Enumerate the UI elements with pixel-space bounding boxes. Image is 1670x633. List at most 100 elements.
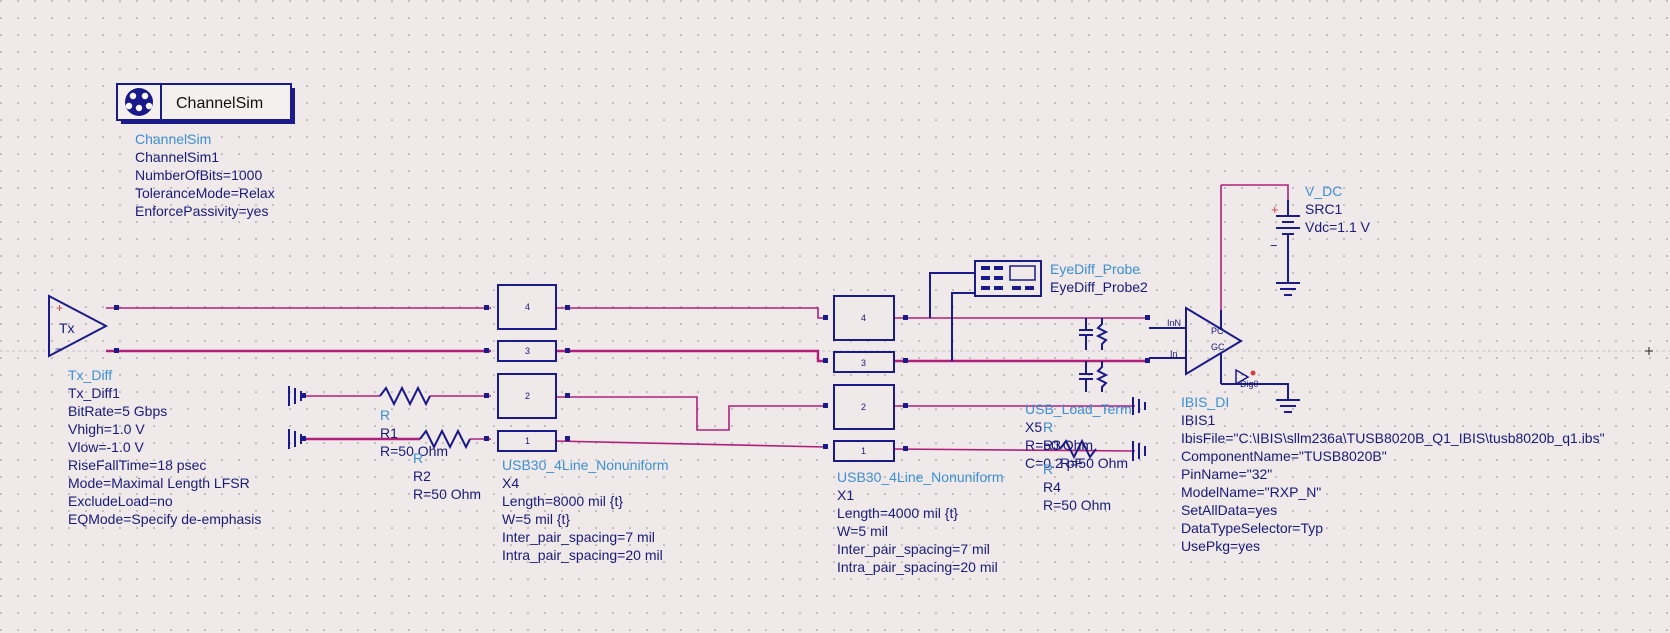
vdc-minus: − <box>1270 238 1278 253</box>
x1-props: USB30_4Line_Nonuniform X1 Length=4000 mi… <box>837 469 1004 575</box>
prop-line: EQMode=Specify de-emphasis <box>68 511 261 527</box>
prop-line: UsePkg=yes <box>1181 538 1260 554</box>
tx-triangle <box>48 294 109 358</box>
r1-props: R R1 R=50 Ohm <box>380 407 448 459</box>
prop-line: R2 <box>413 468 431 484</box>
prop-line: Tx_Diff <box>68 367 112 383</box>
prop-line: R=50 Ohm <box>1060 455 1128 471</box>
channelsim-controller[interactable]: ChannelSim <box>116 83 295 124</box>
tx-symbol-label: Tx <box>59 320 75 336</box>
vdc-plus: + <box>1271 202 1279 217</box>
prop-line: V_DC <box>1305 183 1342 199</box>
prop-line: NumberOfBits=1000 <box>135 167 262 183</box>
prop-line: C=0.2 pF <box>1025 455 1083 471</box>
prop-line: EnforcePassivity=yes <box>135 203 268 219</box>
tx-plus: + <box>56 301 63 315</box>
prop-line: W=5 mil {t} <box>502 511 570 527</box>
x1-pin-label: 3 <box>861 358 866 368</box>
ibis-pin-dig: Dig0 <box>1240 379 1259 389</box>
prop-line: W=5 mil <box>837 523 888 539</box>
tx-props: Tx_Diff Tx_Diff1 BitRate=5 Gbps Vhigh=1.… <box>68 367 261 527</box>
prop-line: Length=8000 mil {t} <box>502 493 623 509</box>
prop-line: R=50 Ohm <box>380 443 448 459</box>
prop-line: Vdc=1.1 V <box>1305 219 1371 235</box>
prop-line: Length=4000 mil {t} <box>837 505 958 521</box>
prop-line: R3 <box>1043 437 1061 453</box>
prop-line: R4 <box>1043 479 1061 495</box>
prop-line: R=50 Ohm <box>413 486 481 502</box>
prop-line: IbisFile="C:\IBIS\sllm236a\TUSB8020B_Q1_… <box>1181 430 1605 446</box>
prop-line: PinName="32" <box>1181 466 1272 482</box>
prop-line: EyeDiff_Probe <box>1050 261 1140 277</box>
prop-line: Intra_pair_spacing=20 mil <box>837 559 998 575</box>
prop-line: R <box>1043 419 1053 435</box>
tx-minus: − <box>55 342 62 356</box>
r2-resistor[interactable] <box>288 385 491 407</box>
channelsim-icon <box>125 88 153 116</box>
prop-line: ComponentName="TUSB8020B" <box>1181 448 1387 464</box>
prop-line: ChannelSim <box>135 131 211 147</box>
ibis-pin-innp: InN <box>1167 318 1181 328</box>
prop-line: USB30_4Line_Nonuniform <box>502 457 669 473</box>
prop-line: X5 <box>1025 419 1042 435</box>
ibis-symbol-top: PC <box>1211 326 1224 336</box>
pin-markers <box>114 305 1150 451</box>
prop-line: X4 <box>502 475 519 491</box>
prop-line: R=50 Ohm <box>1043 497 1111 513</box>
prop-line: R1 <box>380 425 398 441</box>
ibis-triangle <box>1185 306 1243 376</box>
ibis-props: IBIS_DI IBIS1 IbisFile="C:\IBIS\sllm236a… <box>1181 394 1605 554</box>
x4-tline[interactable]: 4 3 2 1 <box>497 284 557 452</box>
nets <box>106 184 1289 452</box>
r2-props: R R2 R=50 Ohm <box>413 450 481 502</box>
x4-pin-label: 3 <box>525 346 530 356</box>
prop-line: Vhigh=1.0 V <box>68 421 145 437</box>
prop-line: X1 <box>837 487 854 503</box>
x1-pin-label: 1 <box>861 446 866 456</box>
prop-line: R=50 Ohm <box>1025 437 1093 453</box>
x4-pin-label: 4 <box>525 302 530 312</box>
ibis-symbol-bottom: GC <box>1211 342 1225 352</box>
channelsim-label: ChannelSim <box>176 95 263 112</box>
x1-pin-label: 4 <box>861 313 866 323</box>
x4-pin-label: 1 <box>525 436 530 446</box>
tx-source[interactable]: Tx + − <box>48 294 109 358</box>
x4-props: USB30_4Line_Nonuniform X4 Length=8000 mi… <box>502 457 669 563</box>
prop-line: Intra_pair_spacing=20 mil <box>502 547 663 563</box>
x4-pin-label: 2 <box>525 391 530 401</box>
prop-line: ModelName="RXP_N" <box>1181 484 1321 500</box>
load-props: USB_Load_Term X5 R=50 Ohm C=0.2 pF R R3 … <box>1025 401 1132 513</box>
channelsim-props: ChannelSim ChannelSim1 NumberOfBits=1000… <box>135 131 275 219</box>
prop-line: IBIS1 <box>1181 412 1215 428</box>
prop-line: R <box>1043 461 1053 477</box>
prop-line: RiseFallTime=18 psec <box>68 457 206 473</box>
eyediff-props: EyeDiff_Probe EyeDiff_Probe2 <box>1050 261 1148 295</box>
ibis-receiver[interactable]: PC GC InN In Dig0 <box>1149 306 1300 413</box>
prop-line: Vlow=-1.0 V <box>68 439 145 455</box>
prop-line: IBIS_DI <box>1181 394 1229 410</box>
prop-line: ToleranceMode=Relax <box>135 185 275 201</box>
x1-tline[interactable]: 4 3 2 1 <box>833 295 895 462</box>
prop-line: Inter_pair_spacing=7 mil <box>837 541 990 557</box>
ibis-pin-inn: In <box>1170 349 1178 359</box>
vdc-source[interactable]: + − <box>1270 200 1300 296</box>
load-termination[interactable] <box>1059 318 1146 461</box>
prop-line: SRC1 <box>1305 201 1343 217</box>
vdc-props: V_DC SRC1 Vdc=1.1 V <box>1305 183 1371 235</box>
x1-pin-label: 2 <box>861 402 866 412</box>
prop-line: EyeDiff_Probe2 <box>1050 279 1148 295</box>
prop-line: USB_Load_Term <box>1025 401 1132 417</box>
prop-line: ExcludeLoad=no <box>68 493 173 509</box>
prop-line: BitRate=5 Gbps <box>68 403 167 419</box>
prop-line: ChannelSim1 <box>135 149 219 165</box>
cursor-crosshair <box>1645 347 1653 355</box>
prop-line: USB30_4Line_Nonuniform <box>837 469 1004 485</box>
prop-line: SetAllData=yes <box>1181 502 1277 518</box>
prop-line: DataTypeSelector=Typ <box>1181 520 1323 536</box>
prop-line: Mode=Maximal Length LFSR <box>68 475 250 491</box>
eyediff-probe[interactable] <box>929 260 1042 361</box>
prop-line: Inter_pair_spacing=7 mil <box>502 529 655 545</box>
prop-line: R <box>413 450 423 466</box>
prop-line: Tx_Diff1 <box>68 385 120 401</box>
